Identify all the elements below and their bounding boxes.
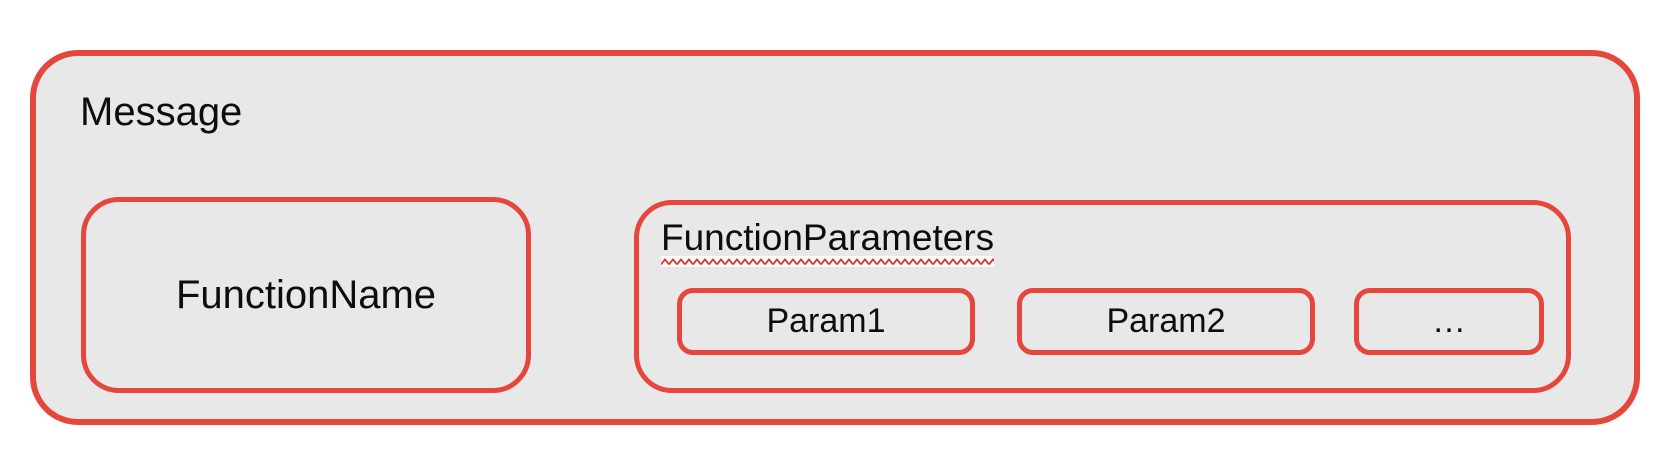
spellcheck-squiggle (661, 256, 994, 267)
param2-box: Param2 (1017, 288, 1315, 355)
function-name-box: FunctionName (81, 197, 531, 393)
param1-label: Param1 (766, 302, 886, 340)
param-ellipsis-label: … (1432, 302, 1466, 340)
message-label: Message (80, 90, 243, 134)
function-parameters-box: FunctionParameters Param1 Param2 … (634, 200, 1571, 393)
param-ellipsis-box: … (1354, 288, 1544, 355)
message-box: Message FunctionName FunctionParameters … (30, 50, 1640, 425)
function-name-label: FunctionName (175, 272, 437, 317)
function-parameters-label: FunctionParameters (661, 217, 995, 258)
param1-box: Param1 (677, 288, 975, 355)
param2-label: Param2 (1106, 302, 1226, 340)
